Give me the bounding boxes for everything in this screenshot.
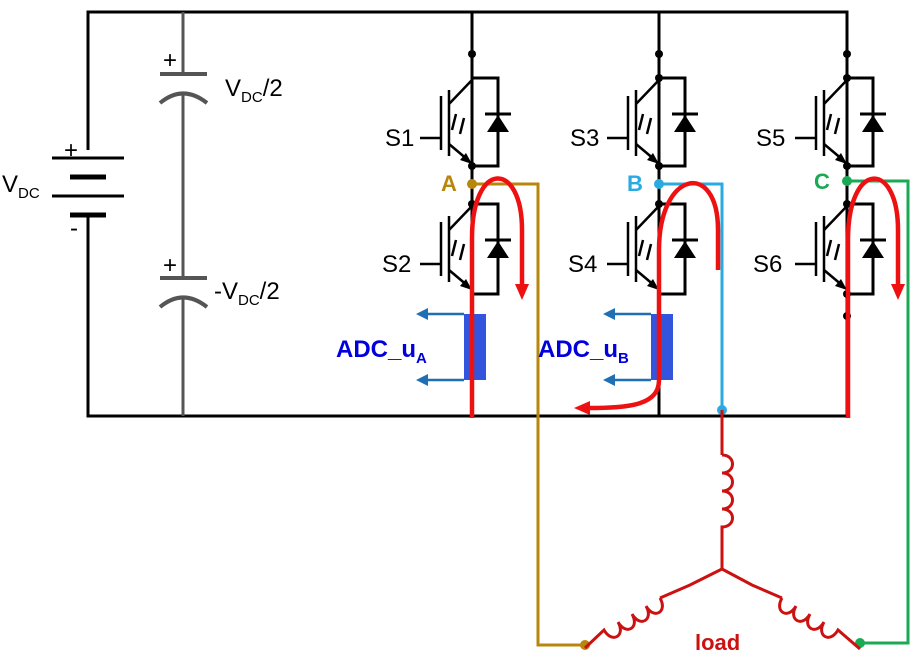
switch-label-s5: S5 [756, 125, 785, 152]
bottom-rail [86, 216, 847, 418]
switch-s1-igbt [420, 79, 473, 161]
source-label-sub: DC [18, 185, 40, 202]
cap-bottom-label: -VDC/2 [214, 278, 280, 309]
leg-b [657, 50, 687, 300]
node-label-a: A [441, 171, 457, 196]
adc-label-b: ADC_uB [538, 336, 629, 367]
cap-bottom-label-sub: DC [238, 292, 260, 309]
phase-a-wire [472, 182, 585, 647]
emitter-arrows [460, 153, 847, 290]
source-label-main: V [2, 171, 18, 198]
switch-s2-igbt [420, 205, 473, 287]
switch-s6-igbt [795, 205, 848, 287]
cap-top-label-sub: DC [241, 89, 263, 106]
junction-dots [468, 50, 851, 320]
load-label: load [695, 630, 740, 655]
node-a-dot [467, 179, 477, 189]
leg-a [470, 50, 500, 300]
switch-label-s1: S1 [385, 125, 414, 152]
capacitor-branch [158, 12, 209, 416]
adc-label-a-main: ADC_u [336, 336, 416, 363]
cap-top-label-main: V [225, 75, 241, 102]
cap-bottom-label-post: /2 [260, 278, 280, 305]
switch-s5-igbt [795, 79, 848, 161]
adc-label-a-sub: A [416, 350, 427, 367]
current-loop-b [587, 181, 721, 411]
sensor-a [464, 314, 486, 380]
cap-bottom-plus: + [163, 252, 177, 279]
load-coil-b [720, 453, 734, 569]
top-rail [86, 10, 849, 150]
load-coil-a [583, 597, 664, 650]
switch-label-s3: S3 [570, 125, 599, 152]
current-flow-paths [469, 176, 905, 418]
load-coil-c [778, 597, 861, 651]
cap-top-label: VDC/2 [225, 75, 283, 106]
source-minus: - [70, 215, 78, 242]
node-b-dot [654, 179, 664, 189]
adc-label-b-sub: B [618, 350, 629, 367]
adc-label-a: ADC_uA [336, 336, 427, 367]
source-label: VDC [2, 171, 40, 202]
switch-s3-igbt [607, 79, 660, 161]
current-loop-c [845, 176, 901, 418]
adc-label-b-main: ADC_u [538, 336, 618, 363]
cap-bottom-label-main: -V [214, 278, 238, 305]
load-windings [583, 410, 861, 651]
freewheel-diodes [485, 112, 886, 258]
current-sensors [416, 308, 673, 386]
source-plus: + [64, 137, 78, 164]
node-label-c: C [814, 169, 830, 194]
switch-label-s4: S4 [568, 251, 597, 278]
cap-top-label-post: /2 [263, 75, 283, 102]
current-loop-a [469, 176, 525, 418]
switch-label-s2: S2 [382, 251, 411, 278]
node-c-dot [842, 176, 852, 186]
dc-source-battery [52, 156, 124, 218]
switch-s4-igbt [607, 205, 660, 287]
sensor-b [651, 314, 673, 380]
node-label-b: B [627, 171, 643, 196]
cap-top-plus: + [163, 47, 177, 74]
phase-b-wire [659, 182, 724, 450]
switch-label-s6: S6 [753, 251, 782, 278]
